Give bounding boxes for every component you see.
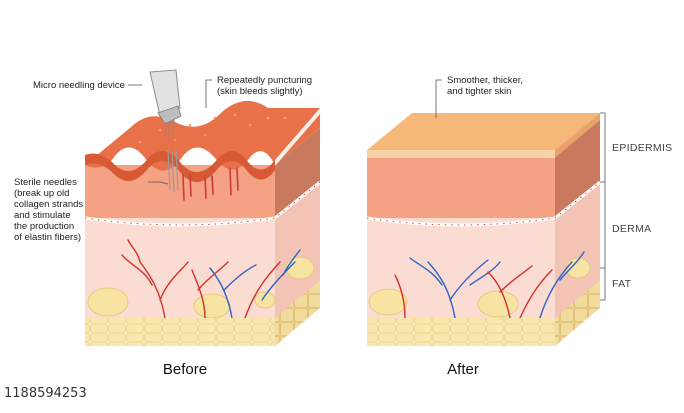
after-dermis-side bbox=[555, 120, 600, 218]
annotation-result: Smoother, thicker, and tighter skin bbox=[447, 75, 526, 97]
label-derma: DERMA bbox=[612, 223, 651, 235]
after-epidermis-top bbox=[367, 113, 600, 150]
before-veins bbox=[209, 249, 301, 319]
caption-before: Before bbox=[163, 361, 207, 378]
before-dermis-side bbox=[275, 128, 320, 218]
stock-image-id: 1188594253 bbox=[4, 386, 87, 401]
before-epidermis-front bbox=[85, 151, 275, 182]
after-skin-block bbox=[366, 113, 601, 346]
label-epidermis: EPIDERMIS bbox=[612, 142, 672, 154]
layer-bracket bbox=[600, 112, 606, 301]
result-leader bbox=[435, 79, 442, 118]
after-veins bbox=[409, 251, 585, 319]
after-fat-front bbox=[367, 318, 555, 346]
needles-leader bbox=[148, 181, 169, 185]
blood-channels bbox=[182, 167, 239, 201]
after-epidermis-side bbox=[555, 113, 600, 158]
after-fat-side bbox=[555, 280, 600, 346]
before-fat-front bbox=[85, 318, 275, 346]
annotation-needles: Sterile needles (break up old collagen s… bbox=[14, 177, 86, 243]
after-lower-dermis-side bbox=[555, 182, 600, 323]
caption-after: After bbox=[447, 361, 479, 378]
annotation-puncture: Repeatedly puncturing (skin bleeds sligh… bbox=[217, 75, 315, 97]
sterile-needles bbox=[167, 149, 179, 193]
after-arteries bbox=[394, 265, 553, 319]
before-skin-block bbox=[84, 69, 321, 346]
puncture-leader bbox=[205, 79, 212, 108]
after-dermis bbox=[367, 157, 555, 218]
annotation-device: Micro needling device bbox=[33, 80, 125, 91]
before-arteries bbox=[121, 239, 281, 319]
before-epidermis-top bbox=[85, 100, 320, 171]
micro-needling-device bbox=[149, 69, 182, 137]
after-epidermis-front bbox=[367, 150, 555, 158]
label-fat: FAT bbox=[612, 278, 632, 290]
before-fat-side bbox=[275, 280, 320, 346]
